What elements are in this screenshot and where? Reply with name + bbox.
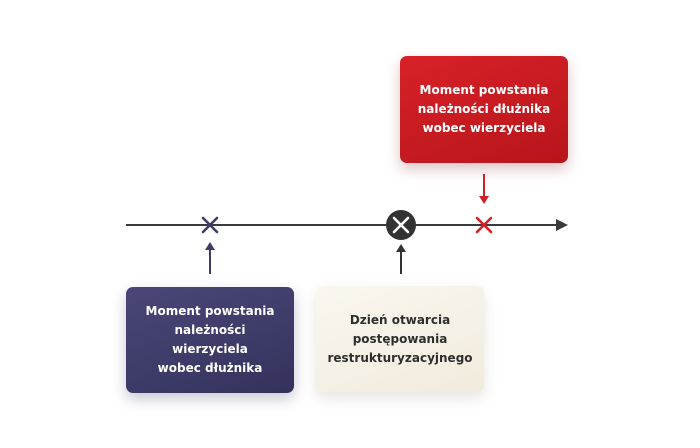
event-box-creditor-claim-text: Moment powstania należności wierzyciela … [145, 304, 275, 375]
arrow-right-icon [556, 219, 568, 231]
event-box-proceedings-opening-text: Dzień otwarcia postępowania restrukturyz… [327, 312, 473, 365]
event-box-creditor-claim: Moment powstania należności wierzyciela … [126, 287, 294, 393]
event-box-proceedings-opening: Dzień otwarcia postępowania restrukturyz… [316, 286, 484, 392]
arrow-up-icon [396, 244, 406, 274]
arrow-down-icon [479, 174, 489, 204]
circle-cross-icon [386, 210, 416, 240]
cross-icon [475, 216, 493, 234]
event-box-debtor-claim-text: Moment powstania należności dłużnika wob… [417, 83, 551, 135]
event-box-debtor-claim: Moment powstania należności dłużnika wob… [400, 56, 568, 163]
cross-icon [201, 216, 219, 234]
arrow-up-icon [205, 242, 215, 274]
